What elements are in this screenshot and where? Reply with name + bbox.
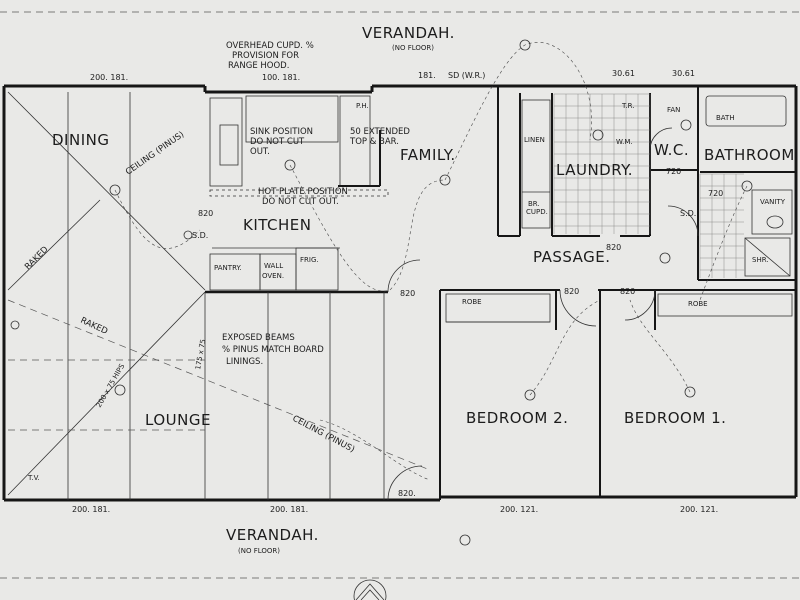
verandah-top-label: VERANDAH. bbox=[362, 24, 455, 42]
dim-820-a: 820 bbox=[198, 209, 213, 218]
label-shr: SHR. bbox=[752, 256, 769, 264]
label-fan: FAN bbox=[667, 106, 680, 114]
dim-sd-b: S.D. bbox=[680, 209, 696, 218]
dim-820-e: 820 bbox=[606, 243, 621, 252]
room-lounge: LOUNGE bbox=[145, 411, 211, 429]
label-pantry: PANTRY. bbox=[214, 264, 242, 272]
label-frig: FRIG. bbox=[300, 256, 319, 264]
label-wall-oven-1: WALL bbox=[264, 262, 283, 270]
room-kitchen: KITCHEN bbox=[243, 216, 312, 234]
room-bedroom-1: BEDROOM 1. bbox=[624, 409, 726, 427]
label-bath: BATH bbox=[716, 114, 735, 122]
label-wm: W.M. bbox=[616, 138, 633, 146]
verandah-top-note: (NO FLOOR) bbox=[392, 44, 434, 52]
dim-720-a: 720 bbox=[666, 167, 681, 176]
verandah-bottom-note: (NO FLOOR) bbox=[238, 547, 280, 555]
electrical-wiring bbox=[10, 39, 753, 546]
note-sink-1: SINK POSITION bbox=[250, 127, 313, 137]
dim-820-d: 820 bbox=[620, 287, 635, 296]
note-beams-3: LININGS. bbox=[226, 357, 263, 367]
room-wc: W.C. bbox=[654, 141, 689, 159]
dim-top-dining: 200. 181. bbox=[90, 73, 128, 82]
note-beams-2: % PINUS MATCH BOARD bbox=[222, 345, 324, 355]
note-hotplate-1: HOT PLATE POSITION bbox=[258, 187, 348, 197]
room-laundry: LAUNDRY. bbox=[556, 161, 633, 179]
dim-top-laundry: 30.61 bbox=[612, 69, 635, 78]
note-hood-2: PROVISION FOR bbox=[232, 51, 299, 61]
room-dining: DINING bbox=[52, 131, 109, 149]
label-wall-oven-2: OVEN. bbox=[262, 272, 284, 280]
room-passage: PASSAGE. bbox=[533, 248, 611, 266]
dim-bot-bed2: 200. 121. bbox=[500, 505, 538, 514]
note-hood-3: RANGE HOOD. bbox=[228, 61, 289, 71]
label-ph: P.H. bbox=[356, 102, 369, 110]
kitchen-fixtures bbox=[209, 95, 389, 291]
label-tr: T.R. bbox=[621, 102, 635, 110]
ceiling-structure bbox=[7, 91, 431, 500]
label-tv: T.V. bbox=[27, 474, 40, 482]
dim-820-b: 820 bbox=[400, 289, 415, 298]
wet-area-tiles bbox=[553, 93, 744, 278]
room-bathroom: BATHROOM bbox=[704, 146, 795, 164]
dim-top-wc: 30.61 bbox=[672, 69, 695, 78]
label-robe-2: ROBE bbox=[462, 298, 482, 306]
verandah-bottom-label: VERANDAH. bbox=[226, 526, 319, 544]
label-robe-1: ROBE bbox=[688, 300, 708, 308]
dim-bot-door: 820. bbox=[398, 489, 416, 498]
note-hotplate-2: DO NOT CUT OUT. bbox=[262, 197, 339, 207]
label-vanity: VANITY bbox=[760, 198, 786, 206]
note-hood-1: OVERHEAD CUPD. % bbox=[226, 41, 314, 51]
note-sink-3: OUT. bbox=[250, 147, 270, 157]
note-sink-2: DO NOT CUT bbox=[250, 137, 305, 147]
label-br-cupd-1: BR. bbox=[528, 200, 540, 208]
dim-720-b: 720 bbox=[708, 189, 723, 198]
door-swings bbox=[387, 127, 699, 501]
label-br-cupd-2: CUPD. bbox=[526, 208, 548, 216]
note-top-2: TOP & BAR. bbox=[349, 137, 399, 147]
label-linen: LINEN bbox=[524, 136, 545, 144]
dim-bot-lounge-r: 200. 181. bbox=[270, 505, 308, 514]
room-family: FAMILY. bbox=[400, 146, 456, 164]
dim-top-family: SD (W.R.) bbox=[448, 71, 485, 80]
note-beams-1: EXPOSED BEAMS bbox=[222, 333, 295, 343]
dim-sd-a: S.D. bbox=[192, 231, 208, 240]
dim-top-kitchen: 100. 181. bbox=[262, 73, 300, 82]
dim-820-c: 820 bbox=[564, 287, 579, 296]
dim-bot-lounge-l: 200. 181. bbox=[72, 505, 110, 514]
north-arrow-icon bbox=[353, 579, 387, 600]
dim-bot-bed1: 200. 121. bbox=[680, 505, 718, 514]
note-top-1: 50 EXTENDED bbox=[350, 127, 410, 137]
dim-top-door: 181. bbox=[418, 71, 436, 80]
exterior-walls bbox=[2, 84, 798, 502]
room-bedroom-2: BEDROOM 2. bbox=[466, 409, 568, 427]
